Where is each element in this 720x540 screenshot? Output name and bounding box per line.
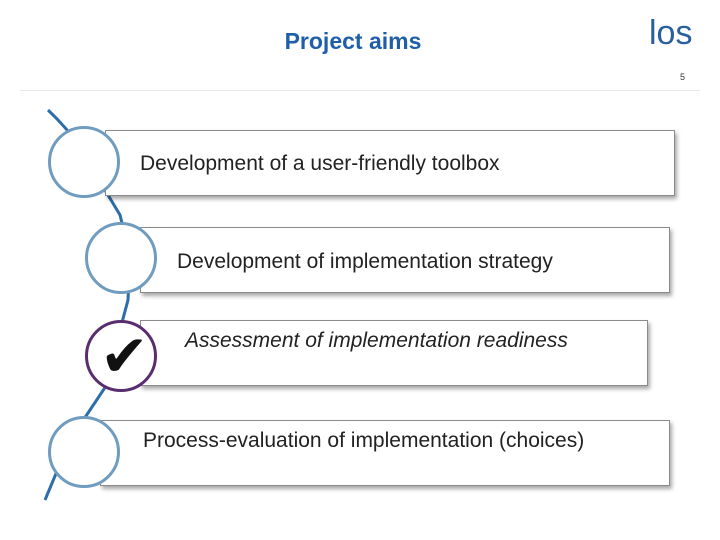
step-marker-3: ✔ [85,320,157,392]
step-marker-2 [85,222,157,294]
slide-title: Project aims [284,28,422,54]
step-box-2: Development of implementation strategy [140,227,670,293]
step-marker-4 [48,416,120,488]
logo-text: los [649,14,693,52]
step-box-3: Assessment of implementation readiness [140,320,648,386]
step-label-3: Assessment of implementation readiness [185,329,568,352]
checkmark-icon: ✔ [100,322,149,390]
step-label-4: Process-evaluation of implementation (ch… [143,429,585,452]
step-label-2: Development of implementation strategy [177,250,553,273]
slide-number: 5 [680,72,686,82]
step-box-4: Process-evaluation of implementation (ch… [100,420,670,486]
header-divider [20,90,700,91]
step-label-1: Development of a user-friendly toolbox [140,152,500,175]
step-marker-1 [48,126,120,198]
logo: los [647,12,695,60]
step-box-1: Development of a user-friendly toolbox [105,130,675,196]
